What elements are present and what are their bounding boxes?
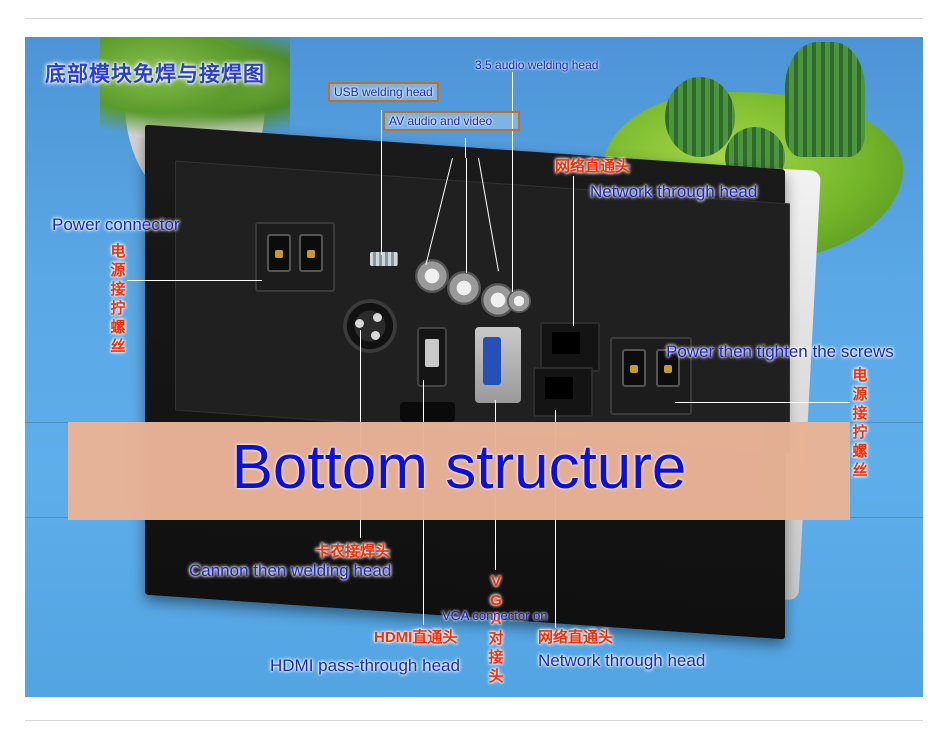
label-vga-en: VGA connector on [442, 608, 548, 623]
diagram-title: 底部模块免焊与接焊图 [45, 63, 265, 86]
product-photo [25, 37, 923, 697]
leader-line-power-left [127, 280, 262, 281]
left-plant-leaves [100, 37, 290, 137]
label-network-bottom-cn: 网络直通头 [538, 629, 614, 646]
leader-line-av-2 [466, 158, 467, 273]
bottom-divider [25, 720, 923, 721]
label-power-left-cn: 电源接拧螺丝 [110, 243, 126, 355]
leader-line-av [465, 138, 466, 158]
xlr-connector [343, 299, 397, 353]
label-network-bottom-en: Network through head [538, 651, 706, 670]
leader-line-power-right [675, 402, 850, 403]
top-divider [25, 18, 923, 19]
label-power-connector: Power connector [52, 215, 180, 234]
label-cannon-cn: 卡农接焊头 [315, 543, 391, 560]
power-socket-right [610, 337, 692, 415]
leader-line-net-top [573, 176, 574, 326]
av-connector-1 [415, 259, 449, 293]
hdmi-connector [417, 327, 447, 387]
label-35-audio-welding-head: 3.5 audio welding head [475, 58, 599, 72]
label-usb-welding-head: USB welding head [328, 82, 439, 102]
power-slot [299, 234, 323, 272]
label-power-right-cn: 电源接拧螺丝 [852, 367, 868, 479]
leader-line-usb [381, 110, 382, 255]
network-connector-top [540, 322, 600, 372]
cactus [785, 42, 865, 157]
leader-line-35 [512, 72, 513, 292]
audio-35-connector [507, 289, 531, 313]
label-hdmi-cn: HDMI直通头 [374, 629, 458, 646]
network-connector-bottom [533, 367, 593, 417]
banner-text: Bottom structure [231, 433, 687, 502]
label-vga-cn: VGA对接头 [488, 573, 504, 685]
power-slot [656, 349, 680, 387]
av-connector-2 [447, 271, 481, 305]
cable-hole [400, 402, 455, 422]
vga-connector [475, 327, 521, 403]
label-power-right-en: Power then tighten the screws [666, 342, 894, 361]
label-network-top-cn: 网络直通头 [555, 158, 631, 175]
label-network-top-en: Network through head [590, 182, 758, 201]
power-slot [622, 349, 646, 387]
label-av-audio-video: AV audio and video [383, 111, 520, 131]
usb-connector [370, 252, 398, 266]
label-cannon-en: Cannon then welding head [189, 561, 392, 580]
power-slot [267, 234, 291, 272]
label-hdmi-en: HDMI pass-through head [270, 656, 460, 675]
cactus-round [665, 77, 735, 157]
power-socket-left [255, 222, 335, 292]
title-banner: Bottom structure [68, 422, 850, 520]
